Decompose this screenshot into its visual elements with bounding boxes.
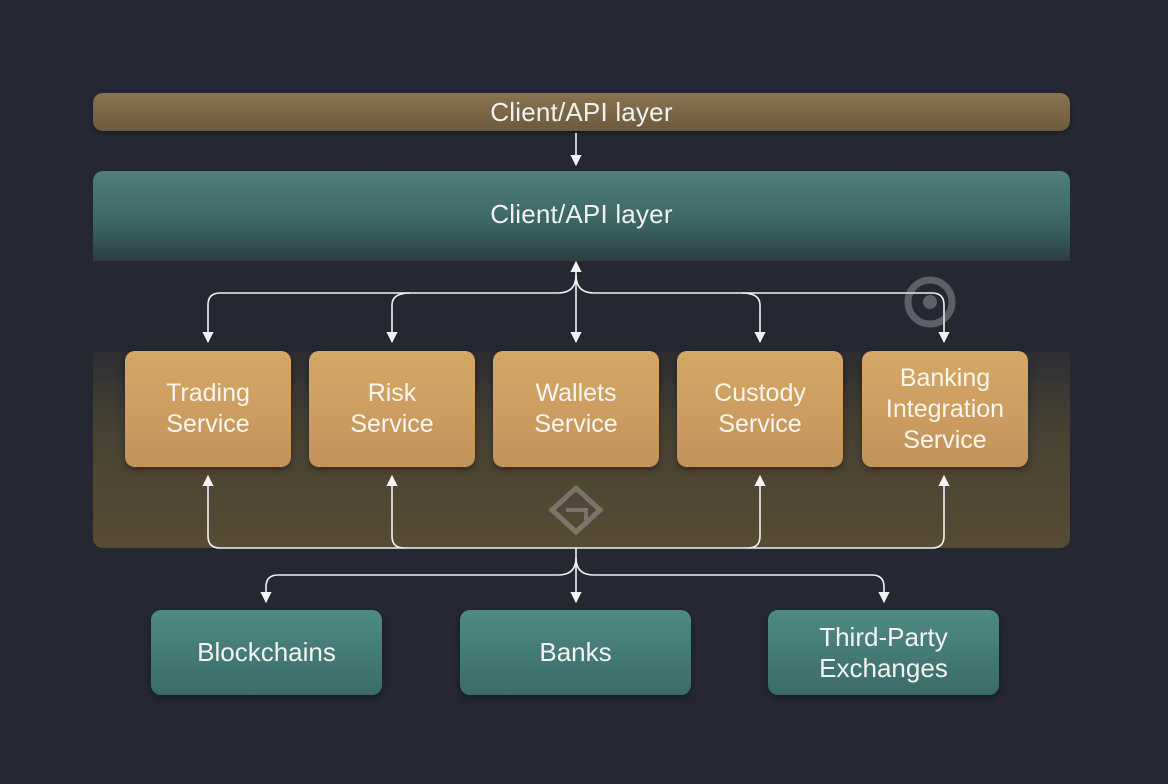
bus-to-exchanges-arrow xyxy=(575,557,890,604)
blockchains-box: Blockchains xyxy=(151,610,382,695)
trading-service-box: Trading Service xyxy=(125,351,291,467)
logo-watermark-icon xyxy=(548,484,604,536)
banking-integration-service-label: Banking Integration Service xyxy=(885,363,1005,454)
bus-to-risk-arrow xyxy=(386,474,405,549)
wallets-service-box: Wallets Service xyxy=(493,351,659,467)
third-party-exchanges-box: Third-Party Exchanges xyxy=(768,610,999,695)
custody-service-label: Custody Service xyxy=(714,379,806,438)
custody-service-box: Custody Service xyxy=(677,351,843,467)
blockchains-label: Blockchains xyxy=(197,637,336,667)
wallets-service-label: Wallets Service xyxy=(534,379,618,438)
banks-box: Banks xyxy=(460,610,691,695)
third-party-exchanges-label: Third-Party Exchanges xyxy=(819,621,948,683)
risk-service-label: Risk Service xyxy=(350,379,434,438)
trading-service-label: Trading Service xyxy=(166,379,250,438)
pin-watermark-icon xyxy=(904,276,956,328)
main-layer-label: Client/API layer xyxy=(490,199,673,229)
banking-integration-service-box: Banking Integration Service xyxy=(862,351,1028,467)
top-layer-label: Client/API layer xyxy=(490,96,673,127)
client-api-layer-top: Client/API layer xyxy=(93,93,1070,131)
bus-to-custody-arrow xyxy=(747,474,766,549)
bus-to-blockchains-arrow xyxy=(260,557,577,604)
api-to-trading-arrow xyxy=(202,274,577,344)
client-api-layer-main: Client/API layer xyxy=(93,171,1070,261)
api-to-banking-arrow xyxy=(575,274,950,344)
risk-service-box: Risk Service xyxy=(309,351,475,467)
api-to-risk-arrow xyxy=(386,292,411,344)
banks-label: Banks xyxy=(539,637,612,667)
api-to-custody-arrow xyxy=(741,292,766,344)
